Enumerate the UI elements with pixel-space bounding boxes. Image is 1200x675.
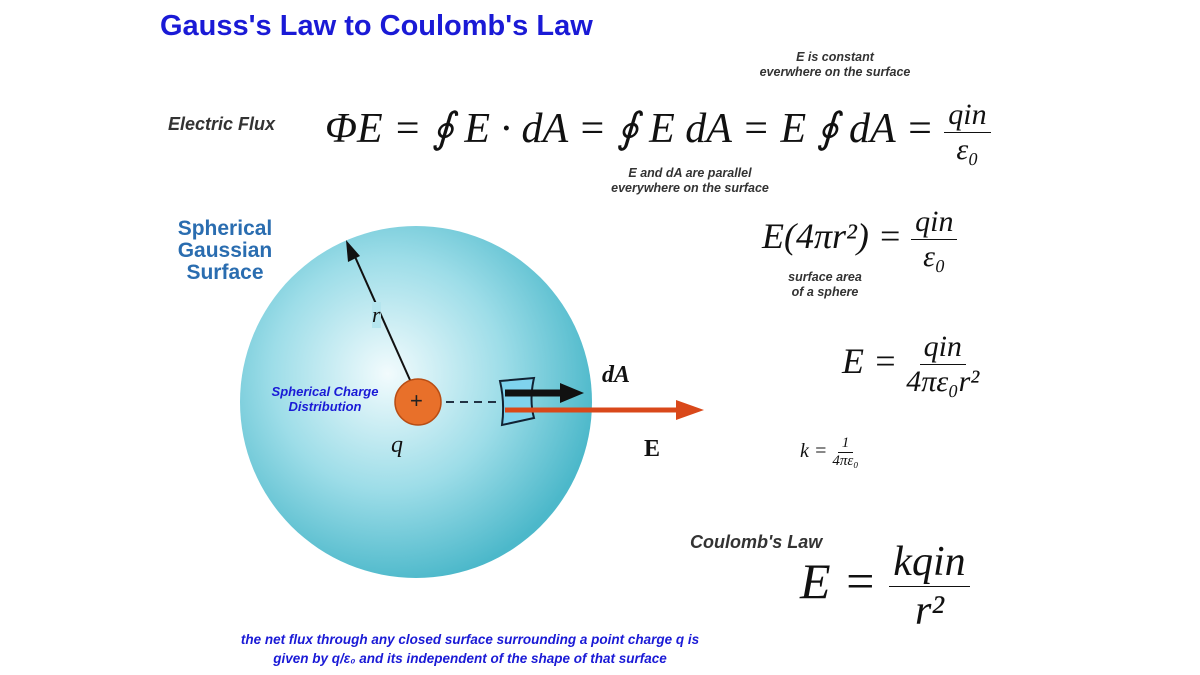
denominator: 4πε₀r² — [906, 365, 980, 398]
numerator: kqin — [889, 538, 970, 587]
note-line: of a sphere — [791, 285, 859, 299]
q-label: q — [391, 432, 403, 458]
denominator: ε₀ — [923, 240, 946, 273]
label-line: Spherical — [177, 217, 273, 240]
numerator: qin — [944, 98, 991, 133]
field-lhs: E = — [842, 340, 898, 381]
r-label: r — [372, 302, 381, 328]
coulomb-lhs: E = — [800, 552, 877, 609]
numerator: qin — [919, 330, 966, 365]
page-title: Gauss's Law to Coulomb's Law — [160, 10, 593, 42]
numerator: qin — [911, 205, 958, 240]
dA-label: dA — [602, 362, 631, 388]
electric-flux-label: Electric Flux — [168, 114, 276, 134]
numerator: 1 — [837, 435, 854, 453]
flux-lhs: ΦE = ∮ E · dA = ∮ E dA = E ∮ dA = — [325, 106, 934, 153]
area-lhs: E(4πr²) = — [762, 215, 903, 256]
area-element — [498, 376, 536, 427]
plus-sign: + — [410, 388, 423, 413]
label-line: Spherical Charge — [271, 384, 379, 399]
note-line: surface area — [788, 270, 862, 284]
caption-line: given by q/ε₀ and its independent of the… — [273, 651, 667, 666]
point-charge — [394, 378, 442, 426]
denominator: ε₀ — [956, 133, 979, 166]
label-line: Gaussian — [177, 239, 273, 262]
E-arrowhead — [676, 400, 704, 420]
note-line: everywhere on the surface — [611, 181, 769, 195]
note-line: E is constant — [796, 50, 874, 64]
denominator: r² — [914, 588, 944, 634]
radius-line — [351, 249, 411, 381]
footer-caption: the net flux through any closed surface … — [150, 630, 790, 668]
label-line: Surface — [186, 261, 264, 284]
note-line: E and dA are parallel — [628, 166, 752, 180]
E-label: E — [644, 436, 661, 462]
coulombs-law-label: Coulomb's Law — [690, 532, 823, 552]
radius-arrowhead — [346, 240, 360, 262]
denominator: 4πε₀ — [832, 453, 859, 469]
dA-arrowhead — [560, 383, 584, 403]
caption-line: the net flux through any closed surface … — [240, 632, 700, 647]
note-line: everwhere on the surface — [759, 65, 911, 79]
k-lhs: k = — [800, 440, 828, 463]
label-line: Distribution — [288, 399, 362, 414]
